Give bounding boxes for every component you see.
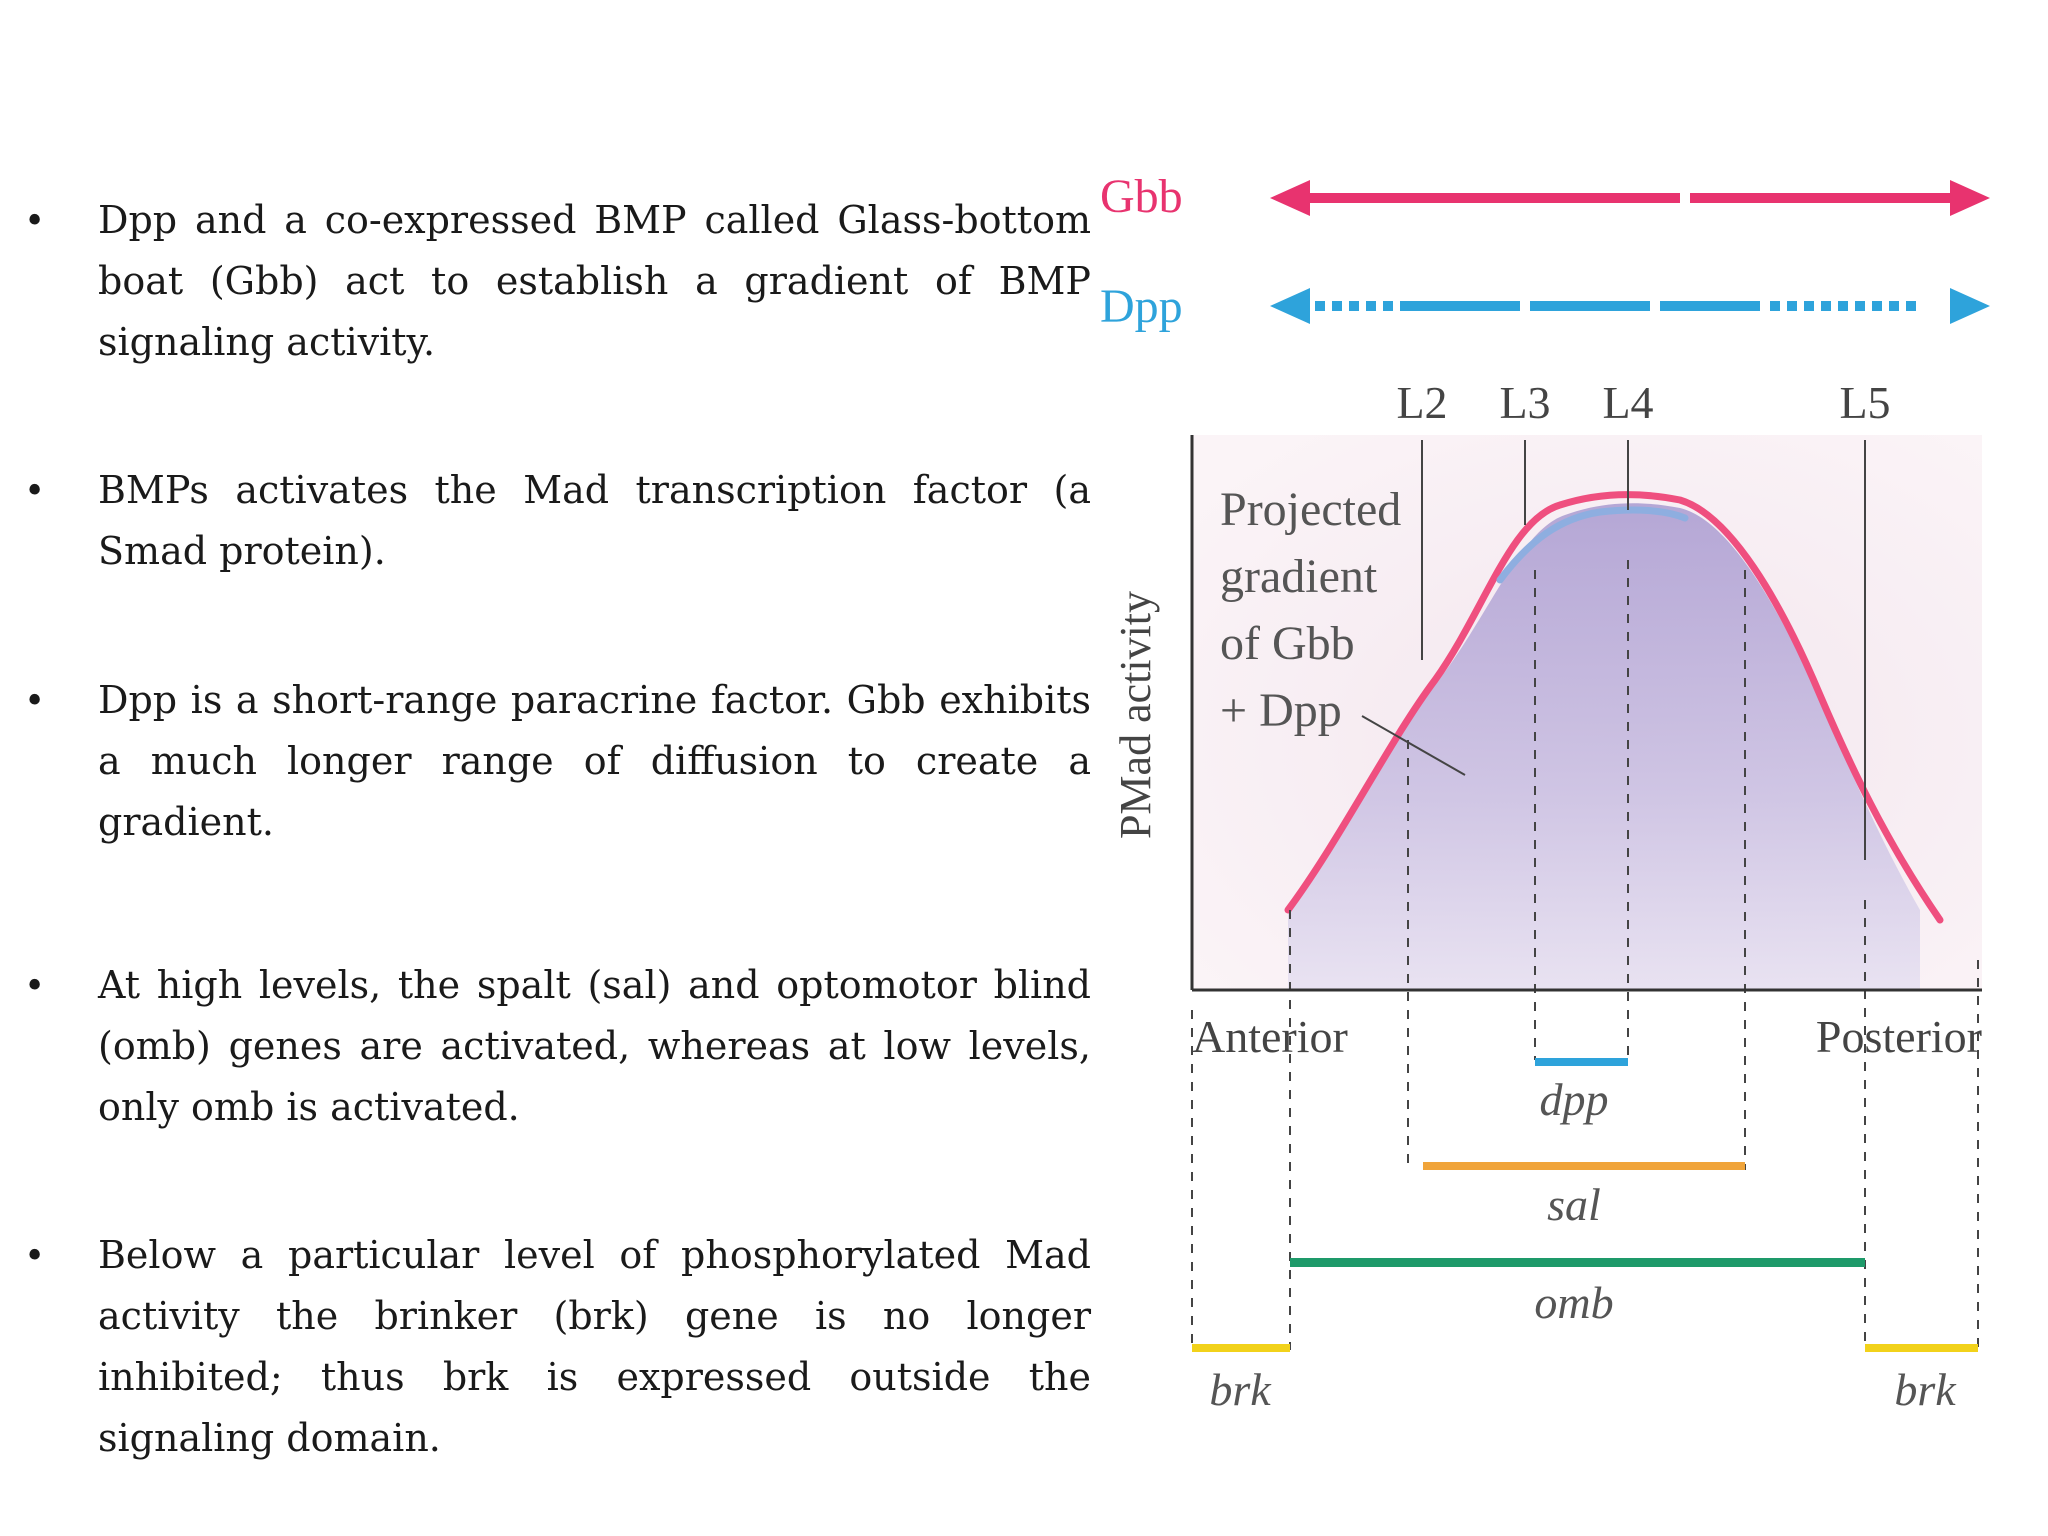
gbb-label: Gbb <box>1100 170 1183 223</box>
bullet-text: BMPs activates the Mad transcription fac… <box>98 468 1091 573</box>
brk-left-gene-label: brk <box>1209 1364 1272 1415</box>
vein-label-l4: L4 <box>1602 377 1653 428</box>
pmad-gradient-area <box>1288 503 1920 990</box>
vein-label-l5: L5 <box>1839 377 1890 428</box>
vein-lines <box>1421 440 1866 860</box>
bullet-text: At high levels, the spalt (sal) and opto… <box>98 963 1091 1129</box>
annotation-leader-line <box>1361 715 1466 776</box>
curve-annotation: Projected gradient of Gbb + Dpp <box>1220 483 1466 776</box>
bullet-dot: • <box>24 1236 46 1277</box>
omb-expression-bar <box>1290 1258 1865 1267</box>
dpp-expression-bar <box>1535 1058 1628 1066</box>
dpp-gene-label: dpp <box>1540 1074 1609 1125</box>
bullet-text: Below a particular level of phosphorylat… <box>98 1233 1091 1460</box>
dpp-label: Dpp <box>1100 280 1183 333</box>
y-axis-label: PMad activity <box>1111 591 1160 839</box>
bullet-dot: • <box>24 966 46 1007</box>
bmp-gradient-diagram: Gbb Dpp L2 L3 L4 L5 <box>1100 170 1990 1415</box>
gbb-arrow <box>1270 180 1990 216</box>
dashed-guides <box>1191 560 1979 1350</box>
sal-expression-bar <box>1423 1162 1745 1170</box>
bullet-dot: • <box>24 681 46 722</box>
posterior-label: Posterior <box>1816 1011 1982 1062</box>
bullet-text: Dpp is a short-range paracrine factor. G… <box>98 678 1091 844</box>
brk-right-gene-label: brk <box>1894 1364 1957 1415</box>
bullet-dot: • <box>24 201 46 242</box>
dpp-curve <box>1496 506 1689 584</box>
dpp-arrow <box>1270 288 1990 324</box>
sal-gene-label: sal <box>1547 1179 1601 1230</box>
brk-left-expression-bar <box>1192 1344 1290 1352</box>
bullet-text: Dpp and a co-expressed BMP called Glass-… <box>98 198 1091 364</box>
brk-right-expression-bar <box>1865 1344 1978 1352</box>
annotation-line-1: Projected <box>1220 483 1401 536</box>
annotation-line-2: gradient <box>1220 550 1378 603</box>
omb-gene-label: omb <box>1534 1277 1613 1328</box>
anterior-label: Anterior <box>1192 1011 1348 1062</box>
gbb-curve <box>1284 491 1944 924</box>
annotation-line-4: + Dpp <box>1220 684 1342 737</box>
annotation-line-3: of Gbb <box>1220 617 1355 670</box>
vein-label-l2: L2 <box>1396 377 1447 428</box>
vein-label-l3: L3 <box>1499 377 1550 428</box>
bullet-dot: • <box>24 471 46 512</box>
